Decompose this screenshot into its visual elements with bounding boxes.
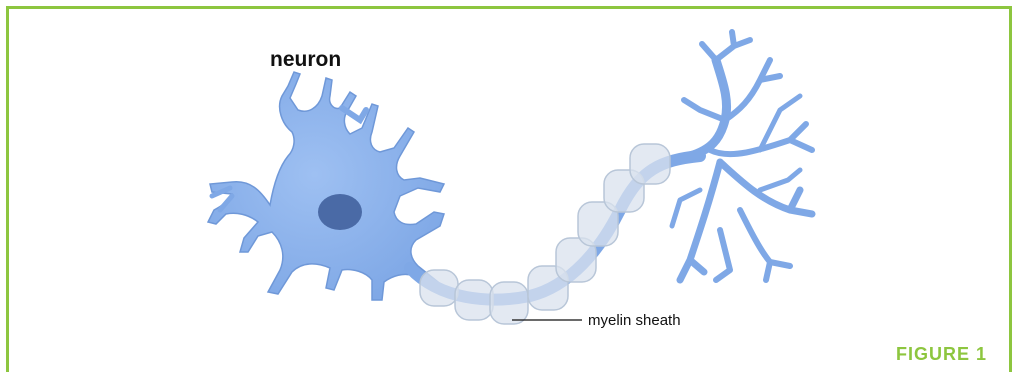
axon-terminal-icon [672, 32, 812, 280]
myelin-sheath [420, 144, 670, 324]
myelin-sheath-label: myelin sheath [588, 312, 681, 329]
figure-label: FIGURE 1 [896, 344, 987, 365]
myelin-segment [630, 144, 670, 184]
myelin-segment [420, 270, 458, 306]
myelin-segment [490, 282, 528, 324]
myelin-segment [455, 280, 493, 320]
nucleus [318, 194, 362, 230]
